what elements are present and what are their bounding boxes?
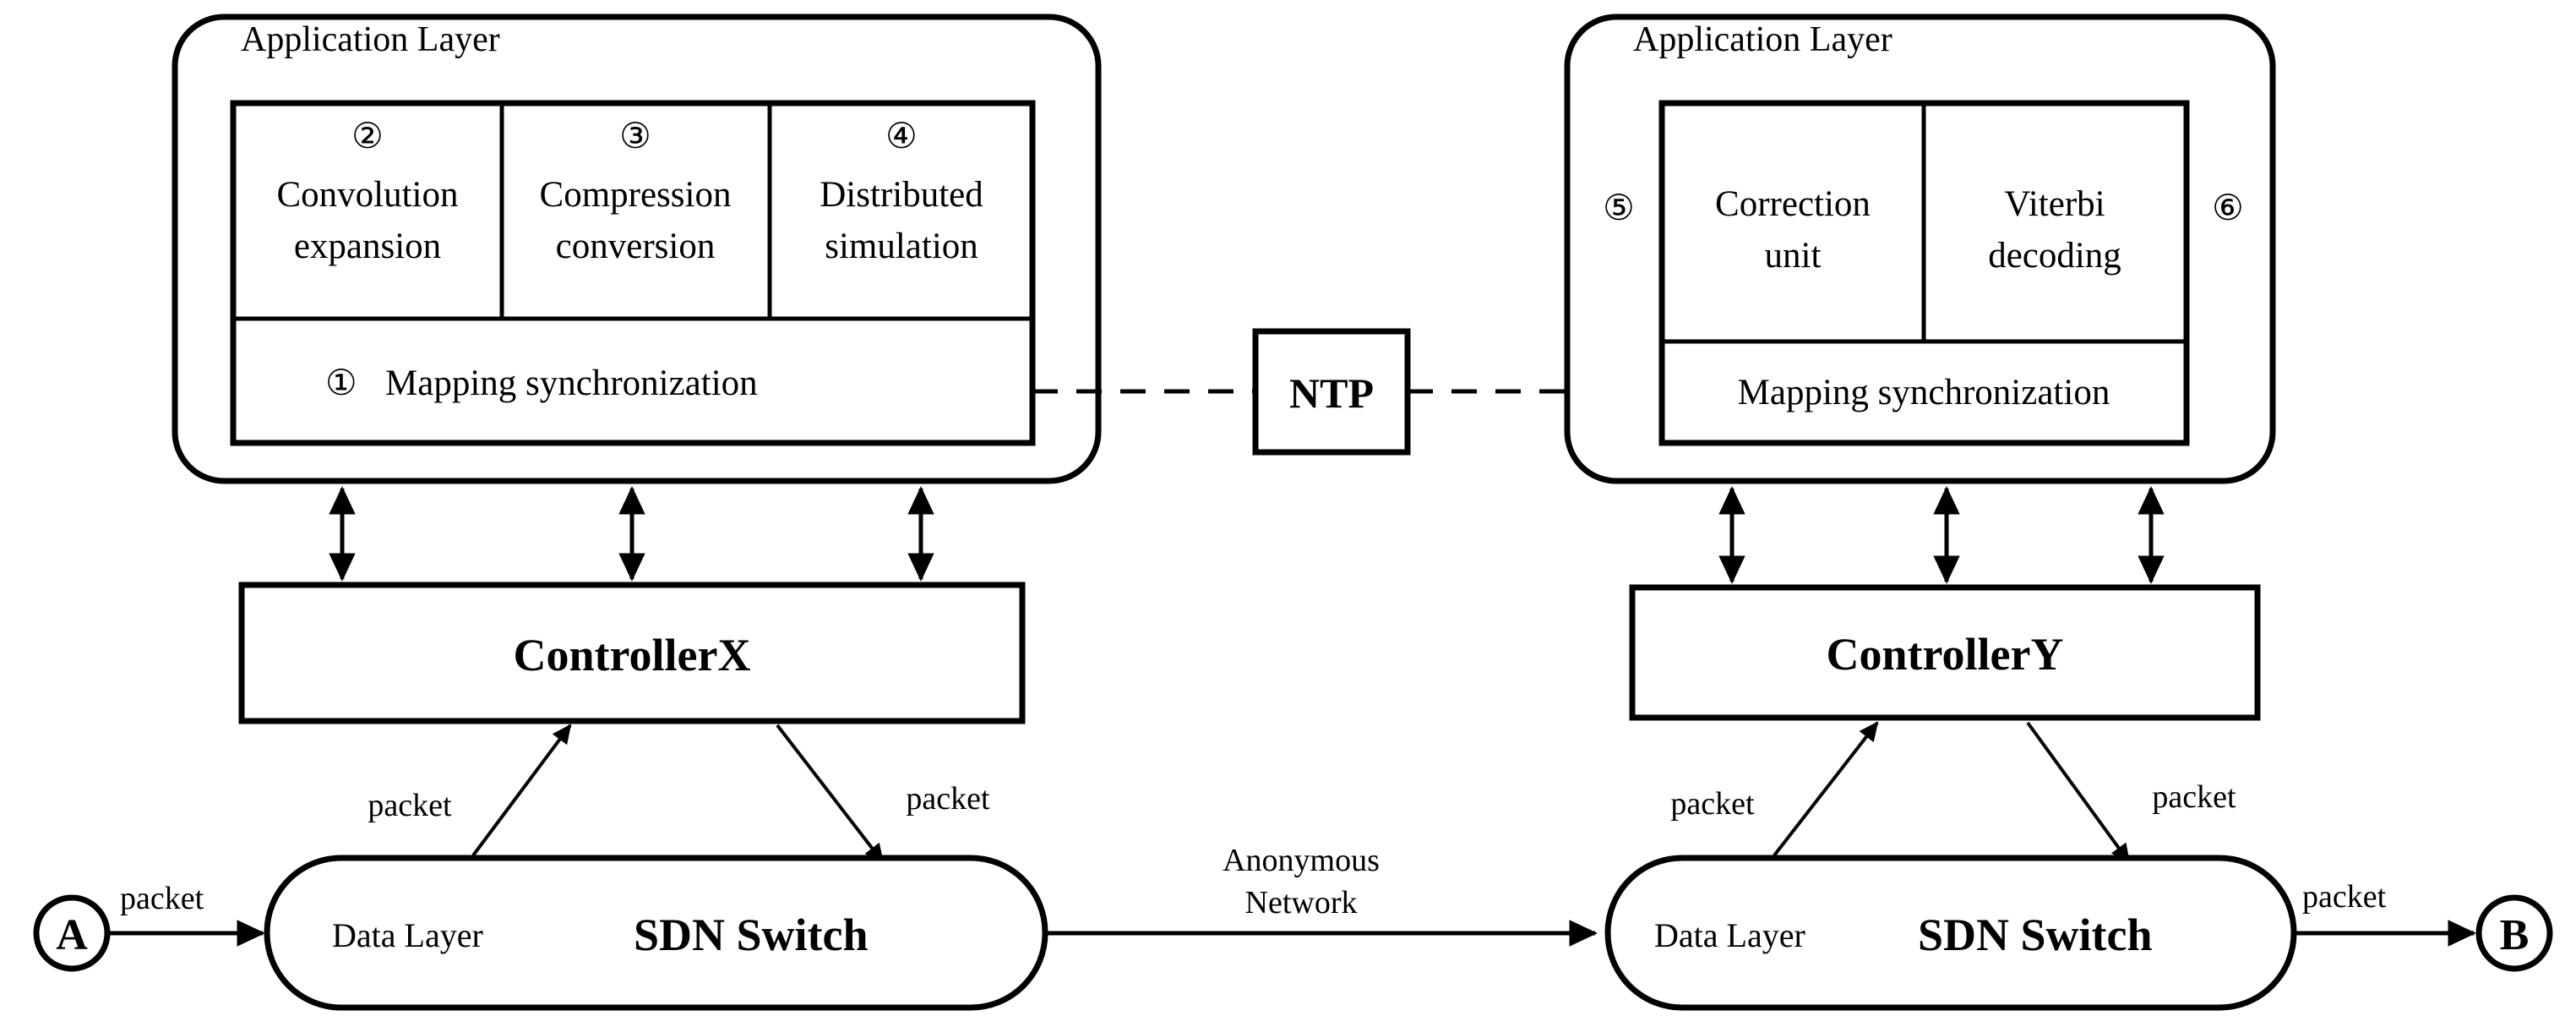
right-sdn-switch: Data Layer SDN Switch	[1604, 855, 2297, 1011]
right-panel-left-marker: ⑤	[1603, 189, 1635, 228]
left-module-compression-conversion: ③ Compression conversion	[540, 117, 732, 266]
left-module-2-line2: conversion	[556, 227, 716, 266]
right-module-viterbi-decoding: Viterbi decoding	[1988, 184, 2121, 276]
right-module-2-line2: decoding	[1988, 236, 2121, 276]
left-packet-up-line	[471, 724, 572, 857]
controller-y-box: ControllerY	[1629, 584, 2261, 721]
right-switch-data-layer-label: Data Layer	[1654, 916, 1805, 954]
ntp-sync-link: NTP	[1032, 328, 1662, 456]
left-panel-controller-links	[329, 486, 934, 582]
right-module-correction-unit: Correction unit	[1715, 184, 1871, 276]
right-sync-label: Mapping synchronization	[1738, 373, 2110, 412]
ntp-label: NTP	[1289, 369, 1374, 417]
right-application-layer-panel: Application Layer ⑤ ⑥	[1564, 14, 2276, 484]
endpoint-b-label: B	[2500, 911, 2530, 959]
left-module-1-marker: ②	[351, 117, 384, 156]
left-module-1-line2: expansion	[294, 227, 441, 266]
right-controller-to-switch-arrow: packet	[2026, 721, 2236, 864]
anonymous-network-label-line1: Anonymous	[1223, 843, 1380, 878]
a-to-switch-label: packet	[120, 881, 204, 916]
right-panel-right-marker: ⑥	[2212, 189, 2244, 228]
left-application-layer-panel: Application Layer	[172, 14, 1102, 484]
left-switch-to-controller-arrow: packet	[368, 724, 572, 857]
right-mapping-synchronization: Mapping synchronization	[1738, 373, 2110, 412]
left-sdn-switch: Data Layer SDN Switch	[264, 855, 1048, 1011]
a-to-switch-edge: packet	[109, 881, 265, 947]
right-packet-down-label: packet	[2152, 779, 2236, 815]
endpoint-a-label: A	[56, 911, 88, 959]
left-module-convolution-expansion: ② Convolution expansion	[276, 117, 458, 266]
right-packet-up-label: packet	[1670, 786, 1755, 822]
controller-y-label: ControllerY	[1827, 629, 2064, 680]
left-module-2-line1: Compression	[540, 175, 732, 215]
right-module-1-line1: Correction	[1715, 184, 1871, 224]
left-mapping-synchronization: ① Mapping synchronization	[325, 363, 758, 403]
endpoint-a: A	[33, 894, 111, 972]
left-switch-name-label: SDN Switch	[634, 910, 869, 960]
switch-to-b-edge: packet	[2294, 879, 2476, 947]
right-packet-up-line	[1773, 721, 1879, 857]
right-switch-to-controller-arrow: packet	[1670, 721, 1879, 857]
right-panel-title: Application Layer	[1633, 20, 1893, 59]
right-panel-controller-links	[1718, 486, 2165, 584]
right-module-1-line2: unit	[1765, 236, 1822, 276]
right-switch-name-label: SDN Switch	[1918, 910, 2153, 960]
left-panel-title: Application Layer	[241, 20, 500, 59]
left-module-2-marker: ③	[619, 117, 651, 156]
left-packet-down-line	[776, 724, 885, 864]
switch-to-b-label: packet	[2302, 879, 2387, 915]
endpoint-b: B	[2475, 894, 2553, 972]
left-module-3-line2: simulation	[825, 227, 978, 266]
left-module-3-marker: ④	[885, 117, 918, 156]
right-packet-down-line	[2026, 721, 2131, 864]
controller-x-box: ControllerX	[238, 582, 1026, 724]
left-module-1-line1: Convolution	[276, 175, 458, 215]
anonymous-network-edge: Anonymous Network	[1045, 843, 1598, 947]
left-sync-label: Mapping synchronization	[385, 363, 758, 403]
left-controller-to-switch-arrow: packet	[776, 724, 990, 864]
left-sync-marker: ①	[325, 364, 357, 403]
left-switch-data-layer-label: Data Layer	[332, 916, 483, 954]
anonymous-network-label-line2: Network	[1245, 885, 1358, 920]
left-module-distributed-simulation: ④ Distributed simulation	[820, 117, 983, 266]
right-module-2-line1: Viterbi	[2004, 184, 2105, 224]
left-module-3-line1: Distributed	[820, 175, 983, 215]
left-packet-up-label: packet	[368, 788, 452, 823]
left-packet-down-label: packet	[906, 781, 990, 817]
controller-x-label: ControllerX	[514, 630, 751, 680]
